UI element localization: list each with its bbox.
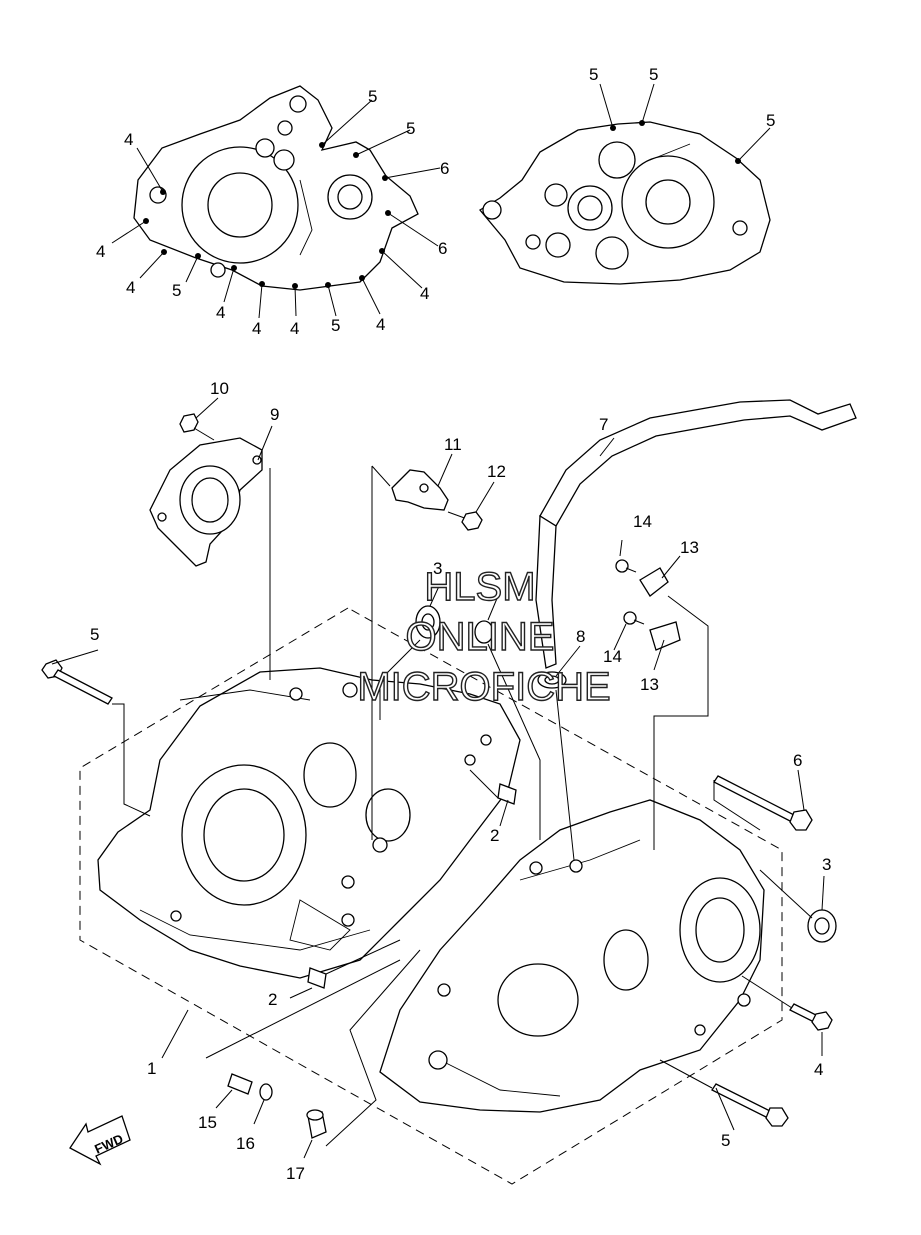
bearing-retainer-plate	[149, 437, 263, 567]
callout-tl-4: 5	[172, 281, 181, 300]
bracket-11	[391, 469, 449, 511]
bolt-5-left	[41, 659, 113, 705]
callout-tl-1: 4	[96, 242, 105, 261]
callout-9: 9	[270, 405, 279, 424]
callout-12: 12	[487, 462, 506, 481]
callout-6: 6	[793, 751, 802, 770]
plate-13b	[649, 621, 681, 651]
callout-14b: 14	[603, 647, 622, 666]
bolt-5-right	[711, 1083, 789, 1127]
o-ring-16	[259, 1083, 273, 1101]
right-gasket-leaders	[599, 83, 771, 162]
callout-11: 11	[444, 435, 462, 454]
callout-8: 8	[576, 627, 585, 646]
bolt-6	[713, 775, 813, 831]
assembly-callouts: 1 2 2 3 3 4 5 5 6 7 8 9 10 11 12 13 13 1…	[90, 379, 831, 1183]
plate-13a	[639, 567, 669, 597]
callout-tl-2: 4	[126, 278, 135, 297]
callout-tl-14: 6	[438, 239, 447, 258]
callout-tr-1: 5	[649, 65, 658, 84]
callout-13b: 13	[640, 675, 659, 694]
callout-14a: 14	[633, 512, 652, 531]
callout-3b: 3	[822, 855, 831, 874]
callout-tl-13: 6	[440, 159, 449, 178]
hose-clip-8	[537, 671, 567, 689]
screw-14a	[615, 559, 637, 573]
callout-5a: 5	[90, 625, 99, 644]
oil-seal-3b	[807, 909, 837, 943]
assembly-leaders	[51, 397, 825, 1159]
right-crankcase	[379, 799, 765, 1113]
callout-15: 15	[198, 1113, 217, 1132]
bolt-12	[447, 511, 483, 531]
screw-14b	[623, 611, 645, 625]
callout-17: 17	[286, 1164, 305, 1183]
dowel-2b	[307, 967, 327, 989]
callout-tr-0: 5	[589, 65, 598, 84]
assembly-outline	[79, 607, 783, 1185]
watermark-line-1: HLSM	[424, 565, 535, 609]
callout-3a: 3	[433, 559, 442, 578]
top-left-gasket-callouts: 4 4 4 4 5 4 4 4 5 4 4 5 5 6 6	[96, 87, 449, 338]
left-case-gasket	[133, 85, 419, 291]
callout-tl-0: 4	[124, 130, 133, 149]
top-right-gasket-callouts: 5 5 5	[589, 65, 775, 130]
callout-tl-7: 4	[376, 315, 385, 334]
callout-16: 16	[236, 1134, 255, 1153]
watermark: HLSM ONLINE MICROFICHE	[357, 564, 612, 709]
callout-tl-11: 5	[368, 87, 377, 106]
right-case-gasket	[479, 121, 771, 285]
bolt-10	[179, 413, 215, 441]
dowel-2a	[497, 783, 517, 805]
oil-seal-3a	[415, 605, 441, 639]
callout-2a: 2	[490, 826, 499, 845]
callout-1: 1	[147, 1059, 156, 1078]
watermark-line-3: MICROFICHE	[357, 665, 610, 709]
bolt-4-right	[789, 1003, 833, 1031]
left-crankcase	[97, 667, 521, 979]
callout-10: 10	[210, 379, 229, 398]
callout-13a: 13	[680, 538, 699, 557]
breather-hose-7	[535, 399, 857, 669]
dowel-15	[227, 1073, 253, 1095]
callout-7: 7	[599, 415, 608, 434]
callout-tr-2: 5	[766, 111, 775, 130]
collar-17	[306, 1109, 327, 1139]
callout-tl-8: 5	[331, 316, 340, 335]
callout-tl-3: 4	[216, 303, 225, 322]
callout-tl-6: 4	[290, 319, 299, 338]
dowel-1	[474, 620, 494, 644]
callout-tl-5: 4	[252, 319, 261, 338]
callout-2b: 2	[268, 990, 277, 1009]
callout-4: 4	[814, 1060, 823, 1079]
watermark-line-2: ONLINE	[406, 615, 555, 659]
forward-arrow-icon: FWD	[69, 1115, 131, 1166]
callout-5b: 5	[721, 1131, 730, 1150]
callout-tl-9: 4	[420, 284, 429, 303]
left-gasket-leaders	[111, 99, 441, 319]
callout-tl-12: 5	[406, 119, 415, 138]
